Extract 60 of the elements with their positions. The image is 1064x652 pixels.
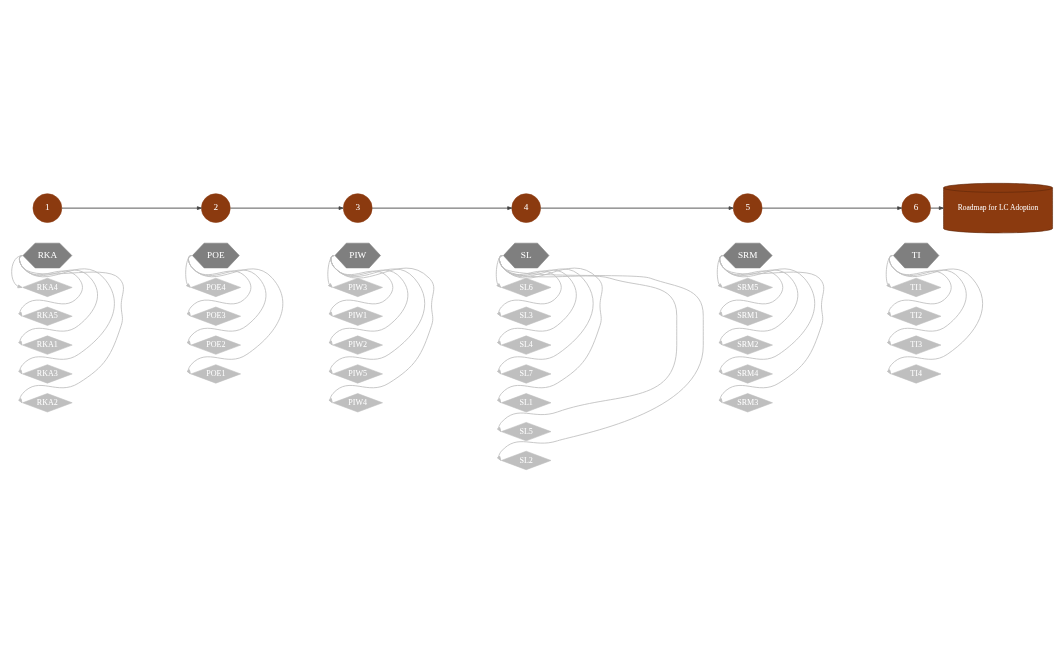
arrow	[61, 205, 202, 210]
arrow	[886, 254, 952, 317]
node-diamond: SL4	[501, 335, 552, 355]
node-diamond: SRM1	[722, 306, 773, 326]
arrow	[496, 254, 562, 317]
arrow	[930, 205, 944, 210]
arrow	[761, 205, 903, 210]
node-diamond: RKA3	[22, 363, 73, 383]
arrow	[718, 254, 784, 317]
node-diamond: RKA2	[22, 392, 73, 412]
arrow	[18, 254, 124, 403]
arrow	[886, 254, 967, 346]
node-diamond: PIW1	[332, 306, 383, 326]
node-diamond: PIW2	[332, 335, 383, 355]
arrow	[885, 254, 893, 288]
node-diamond: SRM2	[722, 335, 773, 355]
arrow	[230, 205, 344, 210]
arrow	[496, 254, 577, 346]
node-diamond: SRM4	[722, 363, 773, 383]
node-diamond: POE1	[190, 363, 241, 383]
arrow	[718, 254, 816, 374]
node-diamond: SL3	[501, 306, 552, 326]
node-diamond: PIW4	[332, 392, 383, 412]
node-diamond: PIW5	[332, 363, 383, 383]
node-diamond: RKA1	[22, 335, 73, 355]
node-circle: 6	[901, 192, 931, 223]
arrow	[186, 254, 267, 346]
node-diamond: RKA4	[22, 277, 73, 297]
arrow	[11, 254, 24, 288]
node-circle: 3	[343, 192, 373, 223]
arrow	[540, 205, 734, 210]
node-circle: 2	[201, 192, 231, 223]
node-diamond: SRM5	[722, 277, 773, 297]
node-diamond: SL7	[501, 363, 552, 383]
node-diamond: SL2	[501, 450, 552, 470]
node-circle: 1	[32, 192, 63, 223]
node-diamond: SRM3	[722, 392, 773, 412]
node-diamond: PIW3	[332, 277, 383, 297]
arrow	[371, 205, 513, 210]
node-diamond: SL6	[501, 277, 552, 297]
arrow	[886, 254, 984, 374]
node-diamond: RKA5	[22, 306, 73, 326]
node-diamond: POE3	[190, 306, 241, 326]
arrow	[328, 254, 435, 403]
node-circle: 4	[511, 192, 541, 223]
arrow	[496, 254, 594, 374]
arrow	[496, 254, 678, 432]
arrow	[718, 254, 799, 346]
node-diamond: POE4	[190, 277, 241, 297]
node-diamond: POE2	[190, 335, 241, 355]
arrow	[185, 254, 193, 288]
arrow	[496, 254, 603, 403]
arrow	[186, 254, 284, 374]
arrow	[496, 254, 704, 461]
node-diamond: SL1	[501, 392, 552, 412]
arrow	[718, 254, 825, 403]
node-circle: 5	[733, 192, 763, 223]
arrow	[716, 254, 724, 288]
arrow	[186, 254, 252, 317]
node-diamond: SL5	[501, 421, 552, 441]
